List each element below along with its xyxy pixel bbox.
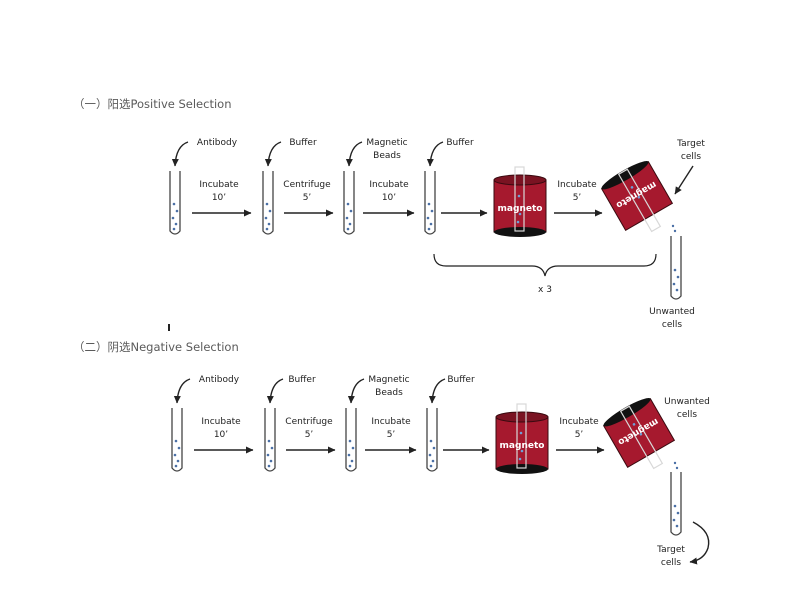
reagent-pointer-arrow — [428, 378, 446, 404]
test-tube — [670, 236, 682, 300]
step-label-time: 5’ — [573, 193, 582, 203]
section-title-negative: （二）阴选Negative Selection — [73, 340, 239, 354]
magnet-label: magneto — [498, 204, 543, 214]
test-tube — [345, 408, 357, 472]
step-label-incubate: Incubate — [371, 417, 411, 427]
output-pointer-arrow — [674, 165, 694, 195]
step-label-incubate: Incubate — [557, 180, 597, 190]
tilted-output-label: Unwanted — [664, 397, 710, 407]
collected-cells-label: Target — [656, 545, 685, 555]
drop — [673, 229, 677, 233]
step-label-time: 10’ — [214, 430, 228, 440]
test-tube — [670, 472, 682, 536]
reagent-pointer-arrow — [347, 378, 365, 404]
step-label-time: 5’ — [387, 430, 396, 440]
magnet-label: magneto — [500, 441, 545, 451]
tilted-output-label: Target — [676, 139, 705, 149]
positive-selection-row: Antibody Buffer Magnetic Beads Buffer In… — [169, 138, 705, 330]
reagent-label-beads: Beads — [375, 388, 403, 398]
test-tube — [264, 408, 276, 472]
step-label-time: 10’ — [382, 193, 396, 203]
step-label-time: 5’ — [303, 193, 312, 203]
reagent-pointer-arrow — [171, 141, 189, 167]
test-tube — [169, 171, 181, 235]
text-cursor — [168, 324, 170, 331]
test-tube — [426, 408, 438, 472]
drop — [675, 466, 679, 470]
repeat-bracket — [433, 253, 657, 277]
reagent-label-magnetic: Magnetic — [366, 138, 407, 148]
step-label-time: 5’ — [575, 430, 584, 440]
collected-cells-label: Unwanted — [649, 307, 695, 317]
test-tube — [262, 171, 274, 235]
reagent-pointer-arrow — [173, 378, 191, 404]
magnet-separator-tilted: magneto — [600, 161, 674, 233]
reagent-label-antibody: Antibody — [199, 375, 240, 385]
reagent-pointer-arrow — [266, 378, 284, 404]
collected-cells-label: cells — [662, 320, 682, 330]
reagent-label-beads: Beads — [373, 151, 401, 161]
magnet-separator: magneto — [495, 403, 549, 474]
section-title-positive: （一）阳选Positive Selection — [73, 97, 232, 111]
curved-pointer-arrow — [689, 521, 710, 565]
tilted-output-label: cells — [681, 152, 701, 162]
reagent-label-buffer-2: Buffer — [447, 375, 475, 385]
step-label-incubate: Incubate — [201, 417, 241, 427]
tilted-output-label: cells — [677, 410, 697, 420]
step-label-incubate: Incubate — [559, 417, 599, 427]
reagent-label-buffer: Buffer — [288, 375, 316, 385]
reagent-pointer-arrow — [345, 141, 363, 167]
reagent-label-antibody: Antibody — [197, 138, 238, 148]
reagent-label-buffer: Buffer — [289, 138, 317, 148]
drop — [671, 224, 675, 228]
collected-cells-label: cells — [661, 558, 681, 568]
test-tube — [343, 171, 355, 235]
test-tube — [424, 171, 436, 235]
repeat-label: x 3 — [538, 285, 552, 295]
magnet-separator-tilted: magneto — [602, 398, 676, 470]
reagent-label-buffer-2: Buffer — [446, 138, 474, 148]
reagent-pointer-arrow — [426, 141, 444, 167]
magnet-separator: magneto — [493, 166, 547, 237]
step-label-centrifuge: Centrifuge — [283, 180, 331, 190]
step-label-time: 5’ — [305, 430, 314, 440]
reagent-label-magnetic: Magnetic — [368, 375, 409, 385]
step-label-incubate: Incubate — [199, 180, 239, 190]
step-label-time: 10’ — [212, 193, 226, 203]
reagent-pointer-arrow — [264, 141, 282, 167]
drop — [673, 461, 677, 465]
negative-selection-row: Antibody Buffer Magnetic Beads Buffer In… — [171, 375, 710, 568]
step-label-incubate: Incubate — [369, 180, 409, 190]
step-label-centrifuge: Centrifuge — [285, 417, 333, 427]
test-tube — [171, 408, 183, 472]
